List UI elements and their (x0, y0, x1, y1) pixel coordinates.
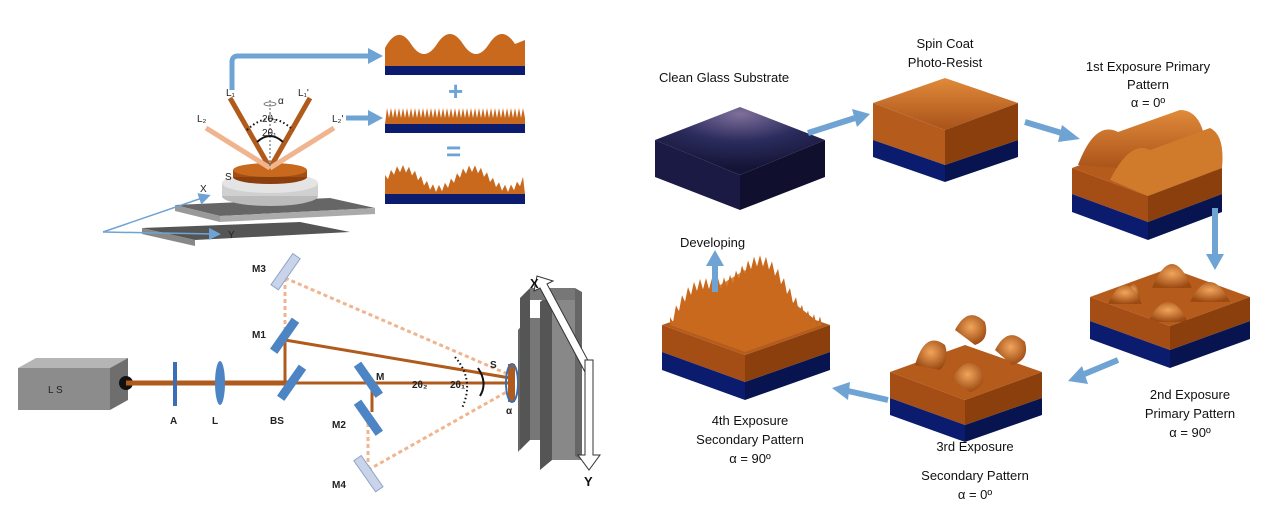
label-2theta2: 2θ₂ (412, 380, 427, 391)
label-laser-source: L S (48, 385, 63, 396)
label-l1: L₁ (226, 88, 236, 99)
label-axis-x: X (530, 276, 539, 291)
label-alpha: α (506, 406, 513, 417)
arrow-step2-to-step3 (1024, 119, 1080, 142)
label-axis-y: Y (584, 474, 593, 489)
label-m3: M3 (252, 264, 266, 275)
label-2theta2-top: 2θ₂ (262, 114, 277, 125)
label-l2-prime: L₂' (332, 114, 343, 125)
pattern-strip-combined (385, 165, 525, 204)
beam-l1-prime (267, 96, 313, 170)
label-beam-splitter: BS (270, 416, 284, 427)
step-fourth-exposure (662, 255, 830, 400)
axis-x-top: X (200, 184, 207, 195)
beam-splitter (277, 364, 307, 401)
step4-angle: α = 90º (1169, 425, 1211, 440)
label-alpha-top: α (278, 96, 284, 107)
arrow-step5-to-step6 (832, 382, 889, 403)
stage-plate-x (175, 198, 375, 216)
label-sample-top: S (225, 172, 232, 183)
arrow-step3-to-step4 (1206, 208, 1224, 270)
arrow-step6-to-developing (706, 250, 724, 292)
beam-l2-prime (268, 125, 336, 171)
equals-sign: = (446, 136, 461, 166)
step6-subtitle: Secondary Pattern (696, 432, 804, 447)
label-lens: L (212, 416, 218, 427)
step4-title: 2nd Exposure (1150, 387, 1230, 402)
process-arrows (706, 109, 1224, 403)
step1-title: Clean Glass Substrate (659, 70, 789, 85)
step-third-exposure (890, 315, 1042, 442)
step7-title: Developing (680, 235, 745, 250)
step-clean-glass (655, 107, 825, 210)
pattern-strip-coarse (385, 34, 525, 75)
lens (215, 361, 225, 405)
label-m4: M4 (332, 480, 346, 491)
mirror-m (353, 361, 383, 398)
arrow-step4-to-step5 (1068, 357, 1120, 384)
label-m2: M2 (332, 420, 346, 431)
arrow-y-axis (577, 359, 601, 471)
step-first-exposure (1072, 110, 1223, 240)
beam-l1 (227, 96, 273, 170)
step2-subtitle: Photo-Resist (908, 55, 983, 70)
plus-sign: + (448, 76, 463, 106)
label-2theta1: 2θ₁ (450, 380, 465, 391)
label-2theta1-top: 2θ₁ (262, 128, 277, 139)
step3-angle: α = 0º (1131, 95, 1166, 110)
laser-source (18, 368, 110, 410)
step6-title: 4th Exposure (712, 413, 789, 428)
sample-disk (233, 163, 307, 177)
step2-title: Spin Coat (916, 36, 973, 51)
step5-subtitle: Secondary Pattern (921, 468, 1029, 483)
beam-l2 (204, 125, 272, 171)
mirror-m1 (270, 317, 300, 354)
label-m: M (376, 372, 384, 383)
aperture (173, 362, 177, 406)
step5-title: 3rd Exposure (936, 439, 1013, 454)
mirror-m4 (353, 454, 384, 493)
step3-title: 1st Exposure Primary (1086, 59, 1211, 74)
arrow-l1-to-pattern (229, 53, 370, 90)
step-second-exposure (1090, 264, 1250, 368)
optical-setup: L S A L M3 M1 BS M M2 M4 (18, 252, 601, 493)
interference-geometry: L₁ L₁' L₂ L₂' α 2θ₂ 2θ₁ S X Y (102, 48, 383, 246)
stage-plate-y (142, 222, 350, 240)
label-m1: M1 (252, 330, 266, 341)
axis-y-top: Y (228, 230, 235, 241)
pattern-strip-fine (385, 108, 525, 133)
step3-subtitle: Pattern (1127, 77, 1169, 92)
arrow-step1-to-step2 (807, 109, 870, 136)
label-sample: S (490, 360, 497, 371)
label-l2: L₂ (197, 114, 207, 125)
label-l1-prime: L₁' (298, 88, 309, 99)
step-spin-coat (873, 78, 1018, 182)
step5-angle: α = 0º (958, 487, 993, 502)
label-aperture: A (170, 416, 177, 427)
step4-subtitle: Primary Pattern (1145, 406, 1235, 421)
mirror-m3 (270, 252, 301, 291)
step6-angle: α = 90º (729, 451, 771, 466)
mirror-m2 (353, 399, 383, 436)
